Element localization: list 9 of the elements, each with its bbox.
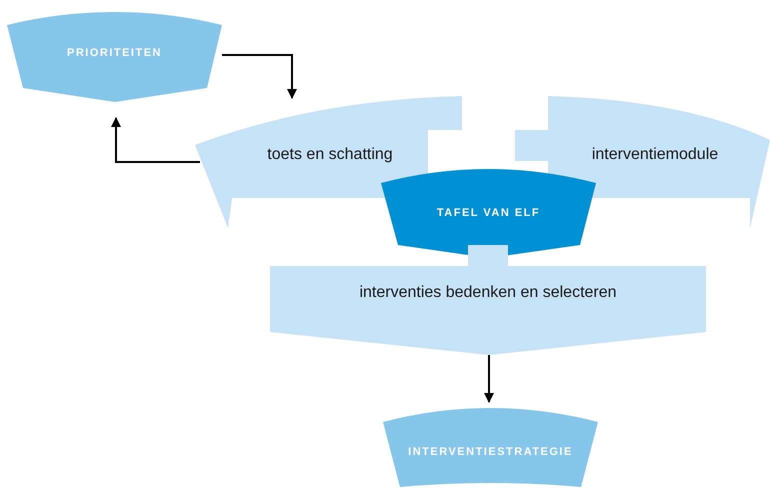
box-title: INTERVENTIESTRATEGIE: [408, 444, 573, 460]
box-label: interventies bedenken en selecteren: [359, 283, 617, 303]
box-title: TAFEL VAN ELF: [436, 206, 540, 221]
arrow: [111, 117, 200, 163]
box-label: interventiemodule: [592, 145, 718, 165]
arrow: [484, 355, 494, 403]
box-label: toets en schatting: [267, 145, 393, 165]
box-title: PRIORITEITEN: [66, 46, 162, 61]
arrow: [222, 54, 297, 99]
